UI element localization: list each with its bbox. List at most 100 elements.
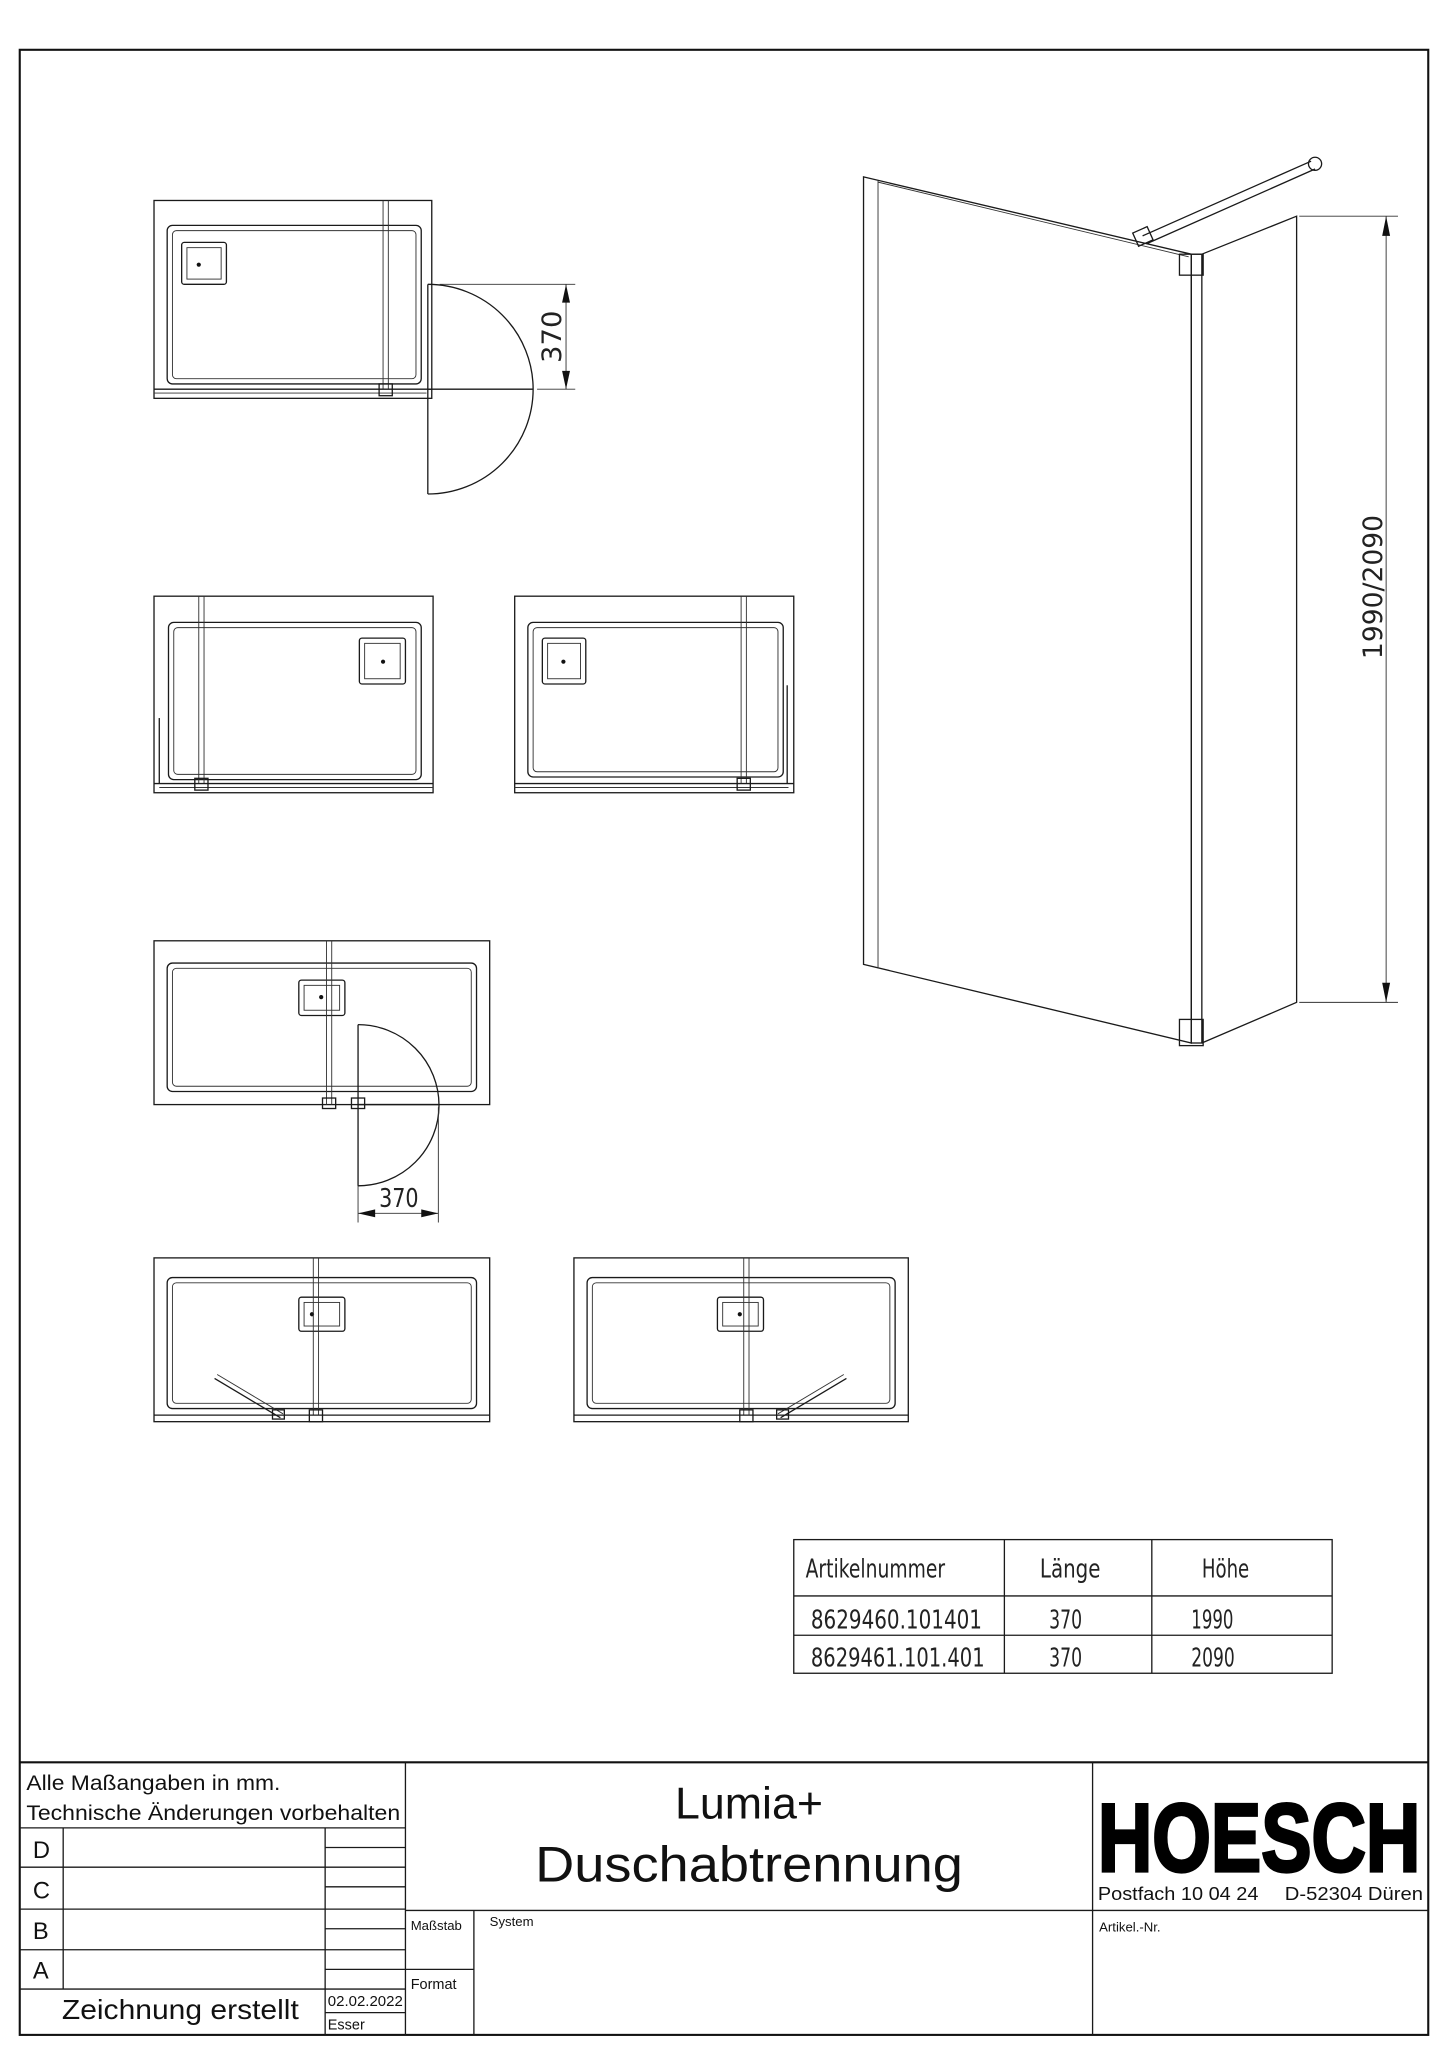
wall-profile — [1190, 253, 1203, 1044]
drain-cover — [298, 979, 346, 1017]
panel-bracket — [194, 777, 209, 791]
changes-note: Technische Änderungen vorbehalten — [26, 1802, 400, 1825]
glass-panel-top-edge — [877, 181, 1189, 258]
drain-outlet — [196, 262, 201, 267]
angled-door-leaf — [214, 1377, 281, 1419]
format-label: Format — [411, 1977, 457, 1993]
perspective-view: 1990/2090 — [862, 156, 1398, 1047]
drain-cover-inner — [364, 642, 401, 680]
panel-bracket — [739, 1409, 754, 1423]
system-label: System — [490, 1914, 534, 1929]
enclosure-outline — [153, 595, 434, 794]
panel-bracket — [378, 383, 393, 397]
drain-outlet — [380, 659, 386, 664]
panel-bracket — [321, 1097, 337, 1110]
angled-door-leaf — [780, 1377, 847, 1419]
shower-tray-outer — [166, 1276, 478, 1410]
revision-letter: D — [33, 1838, 50, 1864]
dimension-arrow — [421, 1209, 439, 1218]
article-number-label: Artikel.-Nr. — [1099, 1919, 1160, 1934]
door-width-dimension: 370 — [357, 1107, 439, 1223]
dimension-arrow — [562, 370, 570, 390]
shower-tray-outer — [166, 224, 422, 385]
stabilizer-glass-clamp — [1131, 225, 1154, 248]
door-width-dimension: 370 — [439, 283, 576, 390]
top-view-angled-panel-right — [573, 1257, 909, 1423]
title-block: Alle Maßangaben in mm. Technische Änderu… — [19, 1761, 1429, 2035]
dimension-arrow — [1382, 216, 1391, 236]
shower-tray-outer — [167, 621, 422, 781]
company-address: D-52304 Düren — [1285, 1883, 1423, 1904]
drain-cover-inner — [303, 984, 341, 1011]
shower-tray-inner — [171, 230, 417, 380]
door-hinge — [271, 1409, 285, 1420]
table-cell-length: 370 — [1049, 1644, 1082, 1674]
top-view-door-swing-right: 370 — [153, 199, 576, 495]
stabilizer-wall-mount — [1307, 156, 1323, 171]
company-postbox: Postfach 10 04 24 — [1098, 1883, 1259, 1904]
door-width-label: 370 — [379, 1184, 418, 1214]
drain-cover — [181, 241, 228, 285]
shower-tray-inner — [591, 1282, 891, 1404]
revision-letter: B — [33, 1919, 49, 1945]
drain-cover — [298, 1296, 346, 1332]
table-header-article-number: Artikelnummer — [806, 1555, 946, 1585]
shower-tray-outer — [166, 962, 478, 1093]
enclosure-outline — [514, 595, 795, 794]
glass-panel — [862, 176, 1192, 1044]
units-note: Alle Maßangaben in mm. — [26, 1772, 280, 1795]
angled-door-leaf-inner — [777, 1374, 845, 1415]
drain-cover — [541, 637, 587, 685]
top-view-panel-right — [514, 595, 795, 794]
enclosure-outline — [153, 940, 491, 1106]
drain-cover-inner — [547, 642, 581, 680]
wall-outline — [1201, 215, 1298, 1044]
drain-cover-inner — [186, 247, 222, 280]
shower-tray-inner — [532, 627, 779, 773]
table-cell-height: 1990 — [1191, 1606, 1233, 1636]
article-table: Artikelnummer Länge Höhe 8629460.101401 … — [793, 1538, 1333, 1674]
drawing-title: Lumia+ — [675, 1780, 823, 1829]
sheet-border — [18, 48, 1430, 2036]
drawing-subtitle: Duschabtrennung — [535, 1837, 963, 1893]
dimension-arrow — [562, 284, 570, 303]
revision-grid — [19, 1827, 406, 2035]
panel-bracket — [308, 1409, 324, 1423]
drain-cover — [358, 637, 407, 685]
height-label: 1990/2090 — [1359, 515, 1389, 659]
stabilizer-bar — [1142, 160, 1312, 237]
revision-letter: C — [33, 1879, 50, 1905]
table-cell-height: 2090 — [1191, 1644, 1234, 1674]
table-border — [793, 1538, 1333, 1674]
shower-tray-outer — [527, 621, 784, 778]
table-cell-length: 370 — [1049, 1606, 1082, 1636]
top-wall-bracket — [1178, 253, 1204, 276]
table-header-length: Länge — [1040, 1555, 1101, 1585]
door-width-label: 370 — [538, 311, 568, 363]
drain-cover-inner — [303, 1301, 341, 1327]
drain-outlet — [561, 659, 566, 664]
shower-tray-inner — [171, 967, 472, 1087]
panel-bracket — [736, 777, 751, 791]
revision-letter: A — [33, 1959, 49, 1985]
shower-tray-inner — [171, 1282, 472, 1404]
drawing-created-label: Zeichnung erstellt — [62, 1994, 299, 2025]
drain-cover-inner — [722, 1301, 759, 1327]
angled-door-leaf-inner — [216, 1374, 284, 1415]
table-header-height: Höhe — [1202, 1555, 1249, 1585]
table-cell-article-number: 8629461.101.401 — [811, 1644, 985, 1674]
drain-cover — [716, 1296, 765, 1332]
dimension-arrow — [358, 1209, 376, 1218]
shower-tray-inner — [173, 627, 417, 775]
top-view-door-swing-down: 370 — [153, 940, 491, 1223]
stabilizer-bar — [1146, 168, 1316, 245]
door-swing-arc — [358, 1024, 440, 1187]
drain-outlet — [737, 1312, 742, 1317]
dimension-arrow — [1382, 982, 1391, 1003]
scale-label: Maßstab — [411, 1918, 462, 1933]
door-hinge — [775, 1409, 790, 1420]
top-view-angled-panel-left — [153, 1257, 491, 1423]
drawing-created-by: Esser — [328, 2018, 365, 2034]
height-dimension: 1990/2090 — [1299, 215, 1398, 1003]
